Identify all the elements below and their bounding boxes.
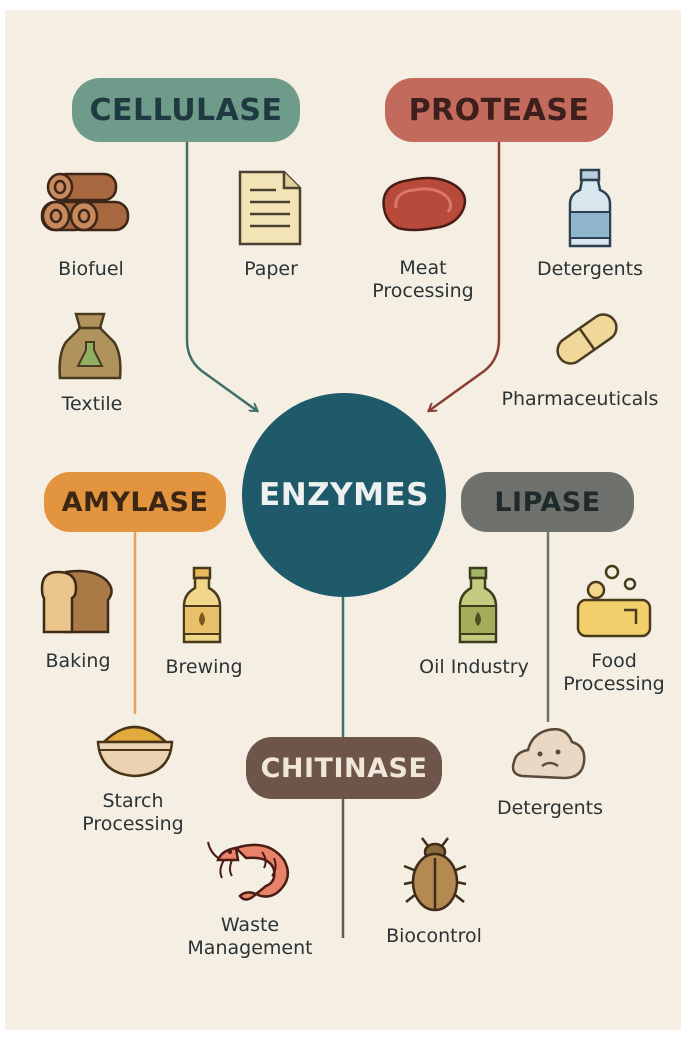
shrimp-icon bbox=[207, 841, 290, 901]
lipase-label: LIPASE bbox=[461, 472, 634, 532]
app-label-biofuel: Biofuel bbox=[58, 258, 124, 280]
oil-bottle-icon bbox=[458, 566, 498, 644]
app-label-textile: Textile bbox=[61, 393, 123, 415]
enzymes-center-node: ENZYMES bbox=[242, 393, 446, 597]
stain-icon bbox=[511, 728, 586, 780]
app-label-brewing: Brewing bbox=[165, 656, 243, 678]
detergent-bottle-icon bbox=[568, 168, 612, 248]
beetle-icon bbox=[403, 837, 467, 912]
chitinase-label: CHITINASE bbox=[246, 737, 442, 799]
protease-label: PROTEASE bbox=[385, 78, 613, 142]
app-label-starch-processing: Starch Processing bbox=[82, 790, 184, 835]
cellulase-label: CELLULASE bbox=[72, 78, 300, 142]
textile-sack-icon bbox=[58, 312, 122, 380]
app-label-food-processing: Food Processing bbox=[563, 650, 665, 695]
app-label-paper: Paper bbox=[244, 258, 298, 280]
cellulase-connector-arrow bbox=[185, 142, 256, 410]
app-label-biocontrol: Biocontrol bbox=[386, 925, 482, 947]
amylase-label: AMYLASE bbox=[44, 472, 226, 532]
app-label-detergents-lipase: Detergents bbox=[496, 797, 604, 819]
beer-bottle-icon bbox=[182, 566, 222, 644]
paper-document-icon bbox=[238, 170, 302, 246]
app-label-baking: Baking bbox=[45, 650, 111, 672]
protease-connector-arrow bbox=[430, 142, 501, 410]
flour-bowl-icon bbox=[96, 725, 174, 778]
steak-icon bbox=[382, 176, 467, 232]
soap-bar-icon bbox=[576, 564, 652, 638]
app-label-pharmaceuticals: Pharmaceuticals bbox=[501, 388, 659, 410]
logs-icon bbox=[40, 172, 130, 232]
app-label-meat-processing: Meat Processing bbox=[372, 257, 474, 302]
bread-icon bbox=[40, 569, 113, 634]
app-label-waste-management: Waste Management bbox=[187, 914, 313, 959]
app-label-detergents-protease: Detergents bbox=[536, 258, 644, 280]
capsule-icon bbox=[556, 313, 618, 365]
app-label-oil-industry: Oil Industry bbox=[419, 656, 529, 678]
